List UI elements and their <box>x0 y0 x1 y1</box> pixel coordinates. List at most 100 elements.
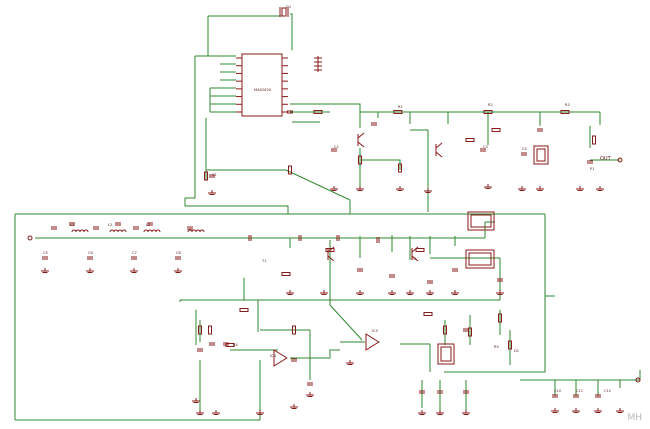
wire-trace <box>520 214 546 373</box>
connector-icon <box>465 249 495 269</box>
wire-trace <box>290 103 361 128</box>
label-c7: C7 <box>132 251 137 255</box>
label-t1: T1 <box>261 259 266 263</box>
crystal-body <box>281 7 287 17</box>
resistor-icon <box>560 110 570 114</box>
ground-icon <box>406 290 414 295</box>
ground-icon <box>596 186 604 191</box>
label-r1: R1 <box>398 105 403 109</box>
ground-icon <box>462 410 470 415</box>
opamp-icon <box>365 333 380 351</box>
label-c5: C5 <box>43 251 48 255</box>
resistor-icon <box>288 165 292 175</box>
label-t2: T2 <box>411 257 416 261</box>
connector-pins <box>470 214 492 228</box>
capacitor-icon <box>307 382 313 386</box>
capacitor-icon <box>537 128 543 132</box>
capacitor-icon <box>452 268 458 272</box>
capacitor-icon <box>427 280 433 284</box>
label-c2: C2 <box>334 145 339 149</box>
capacitor-icon <box>480 148 486 152</box>
resistor-icon <box>208 325 212 335</box>
transistor-icon <box>411 246 419 262</box>
transistor-collector <box>357 132 365 139</box>
ground-icon <box>256 410 264 415</box>
transistor-collector <box>435 142 443 149</box>
ground-icon <box>196 410 204 415</box>
wire-trace <box>184 56 196 200</box>
terminal-pin <box>635 377 641 383</box>
ground-icon <box>320 290 328 295</box>
capacitor-icon <box>552 394 558 398</box>
ground-icon <box>518 186 526 191</box>
resistor-icon <box>198 325 202 335</box>
ground-icon <box>192 398 200 403</box>
capacitor-icon <box>187 226 193 230</box>
capacitor-icon <box>595 394 601 398</box>
resistor-icon <box>358 155 362 165</box>
capacitor-icon <box>463 390 469 394</box>
capacitor-icon <box>175 256 181 260</box>
resistor-icon <box>423 312 433 316</box>
capacitor-icon <box>291 358 297 362</box>
wire-trace <box>329 349 340 358</box>
author-watermark: MH <box>627 413 642 423</box>
ground-icon <box>426 290 434 295</box>
label-p1: P1 <box>590 167 594 171</box>
ground-icon <box>451 290 459 295</box>
ground-icon <box>536 186 544 191</box>
connector-body <box>533 145 549 165</box>
label-l1: L1 <box>70 223 74 227</box>
terminal-pin <box>617 157 623 163</box>
ground-icon <box>174 268 182 273</box>
wire-network <box>14 13 641 421</box>
label-c6: C6 <box>88 251 94 255</box>
resistor-icon <box>398 163 402 173</box>
ground-icon <box>130 268 138 273</box>
label-q1: Q1 <box>286 5 291 9</box>
resistor-icon <box>483 110 493 114</box>
transistor-emitter <box>327 255 335 262</box>
resistor-icon <box>465 138 475 142</box>
capacitor-icon <box>131 256 137 260</box>
output-terminal-icon <box>617 157 641 383</box>
resistor-icon <box>204 171 208 181</box>
ground-icon <box>576 186 584 191</box>
ground-icon <box>388 290 396 295</box>
label-c3: C3 <box>483 145 488 149</box>
ground-icon <box>594 408 602 413</box>
capacitor-icon <box>371 122 377 126</box>
ground-icon <box>356 186 364 191</box>
capacitor-icon <box>419 390 425 394</box>
capacitor-icon <box>573 394 579 398</box>
capacitor-icon <box>223 342 229 346</box>
label-l3: L3 <box>146 223 150 227</box>
capacitor-icon <box>248 235 252 241</box>
ground-icon <box>484 184 492 189</box>
resistor-icon <box>443 325 447 335</box>
transistor-collector <box>411 246 419 253</box>
inductor-icon <box>143 229 161 233</box>
label-mcu: MAX2620 <box>254 88 272 92</box>
capacitor-icon <box>521 152 527 156</box>
transistor-emitter <box>357 141 365 148</box>
ground-icon <box>572 408 580 413</box>
capacitor-icon <box>376 237 380 243</box>
label-c10: C10 <box>554 389 562 393</box>
label-l2: L2 <box>108 223 112 227</box>
capacitor-icon <box>209 342 215 346</box>
label-r4: R4 <box>233 343 238 347</box>
ground-icon <box>86 268 94 273</box>
resistor-icon <box>592 135 596 145</box>
connector-pins <box>440 346 452 362</box>
label-ic4: IC4 <box>270 354 277 358</box>
capacitor-icon <box>389 274 395 278</box>
capacitor-icon <box>437 390 443 394</box>
label-c8: C8 <box>176 251 182 255</box>
capacitor-icon <box>93 226 99 230</box>
ic-icon <box>236 53 288 117</box>
ground-icon <box>551 408 559 413</box>
wire-trace <box>206 169 351 201</box>
resistor-icon <box>415 248 425 252</box>
